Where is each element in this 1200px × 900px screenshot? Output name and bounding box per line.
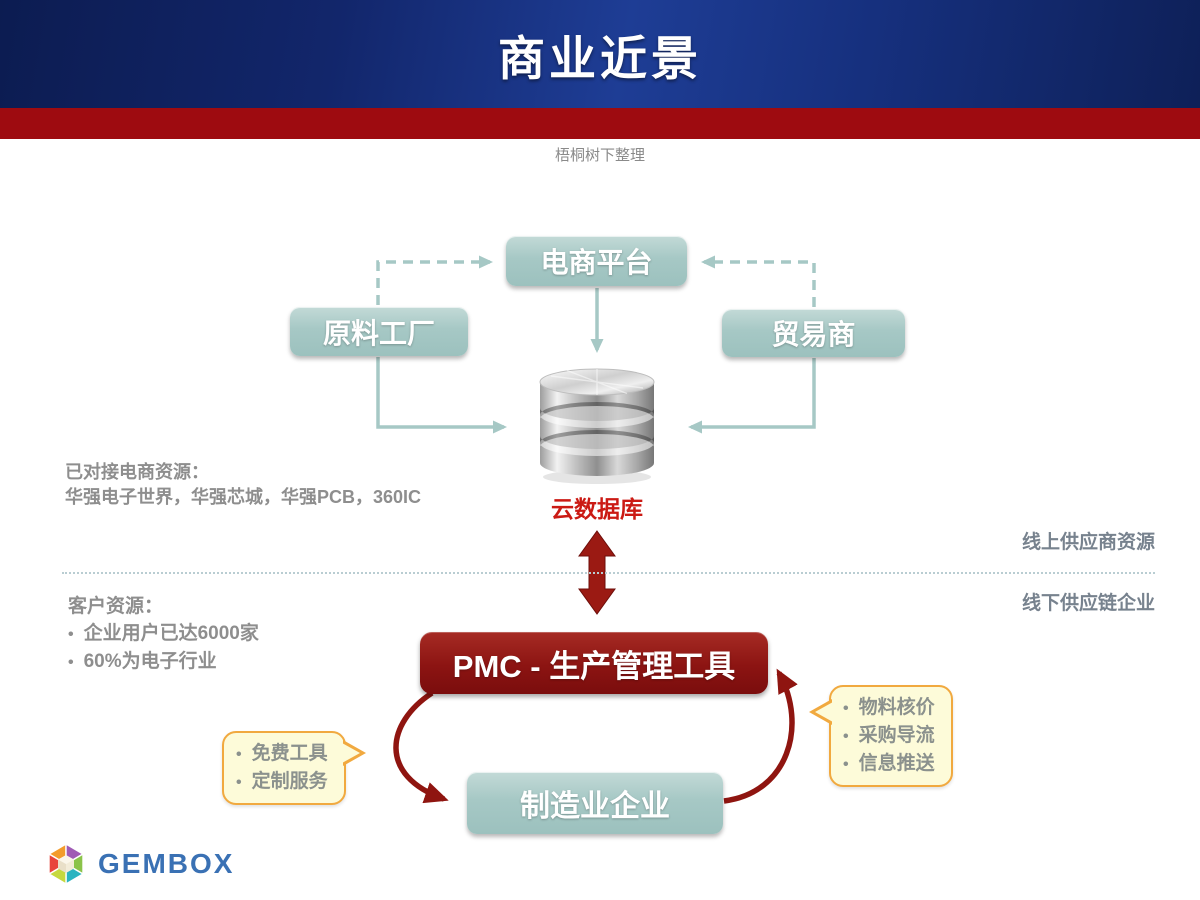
- node-trader: 贸易商: [722, 309, 905, 357]
- bullet-icon: •: [843, 756, 849, 773]
- node-ecommerce-label: 电商平台: [540, 247, 653, 278]
- callout-item: 定制服务: [251, 771, 328, 792]
- callout-pointer: [341, 743, 360, 763]
- callout-item: 物料核价: [858, 697, 935, 718]
- customer-item: 60%为电子行业: [83, 651, 217, 672]
- arrow-pmc-to-manufacturer: [393, 690, 449, 804]
- bullet-icon: •: [843, 700, 849, 717]
- callout-item-row: • 采购导流: [843, 722, 935, 750]
- bullet-icon: •: [68, 626, 74, 643]
- header-banner: 商业近景: [0, 0, 1200, 108]
- customer-item-row: • 企业用户已达6000家: [68, 620, 259, 648]
- page-title: 商业近景: [498, 31, 702, 85]
- callout-services: • 物料核价 • 采购导流 • 信息推送: [809, 685, 953, 787]
- node-factory-label: 原料工厂: [322, 317, 435, 349]
- arrow-trader-to-database: [688, 358, 816, 434]
- arrow-factory-to-database: [376, 357, 507, 434]
- bullet-icon: •: [236, 774, 242, 791]
- watermark-text: 梧桐树下整理: [554, 148, 645, 164]
- gembox-logo: GEMBOX: [45, 841, 234, 887]
- resources-detail: 华强电子世界，华强芯城，华强PCB，360IC: [65, 487, 422, 507]
- node-manufacturing-enterprise: 制造业企业: [467, 772, 723, 834]
- node-pmc-tool: PMC - 生产管理工具: [420, 632, 768, 694]
- node-ecommerce-platform: 电商平台: [506, 236, 687, 286]
- callout-item: 信息推送: [858, 753, 935, 774]
- callout-item-row: • 免费工具: [236, 740, 328, 768]
- callout-item-row: • 定制服务: [236, 768, 328, 796]
- gembox-logo-text: GEMBOX: [98, 848, 235, 879]
- customer-item: 企业用户已达6000家: [83, 623, 259, 644]
- header-red-stripe: [0, 108, 1200, 139]
- database-label: 云数据库: [551, 496, 643, 522]
- node-raw-material-factory: 原料工厂: [290, 307, 468, 356]
- customer-resources-block: 客户资源： • 企业用户已达6000家 • 60%为电子行业: [68, 593, 259, 676]
- resources-title: 已对接电商资源：: [65, 462, 209, 482]
- label-online-suppliers: 线上供应商资源: [1021, 532, 1155, 553]
- connected-resources-block: 已对接电商资源： 华强电子世界，华强芯城，华强PCB，360IC: [65, 460, 421, 510]
- callout-item-row: • 信息推送: [843, 750, 935, 778]
- online-offline-divider: [62, 572, 1155, 574]
- bullet-icon: •: [68, 654, 74, 671]
- arrow-factory-to-ecommerce: [376, 255, 493, 305]
- callout-free-tools: • 免费工具 • 定制服务: [222, 731, 366, 805]
- bullet-icon: •: [236, 746, 242, 763]
- customer-item-row: • 60%为电子行业: [68, 648, 259, 676]
- callout-item: 免费工具: [251, 743, 328, 764]
- node-pmc-label: PMC - 生产管理工具: [452, 648, 736, 684]
- callout-pointer: [815, 702, 833, 722]
- gembox-cube-icon: [47, 842, 85, 886]
- node-trader-label: 贸易商: [771, 319, 856, 350]
- label-offline-supply-chain: 线下供应链企业: [1021, 593, 1155, 614]
- callout-item: 采购导流: [858, 725, 935, 746]
- arrow-trader-to-ecommerce: [701, 255, 816, 307]
- database-icon: [539, 368, 655, 484]
- callout-item-row: • 物料核价: [843, 694, 935, 722]
- bullet-icon: •: [843, 728, 849, 745]
- node-manufacturer-label: 制造业企业: [520, 790, 670, 823]
- customers-title: 客户资源：: [68, 596, 164, 617]
